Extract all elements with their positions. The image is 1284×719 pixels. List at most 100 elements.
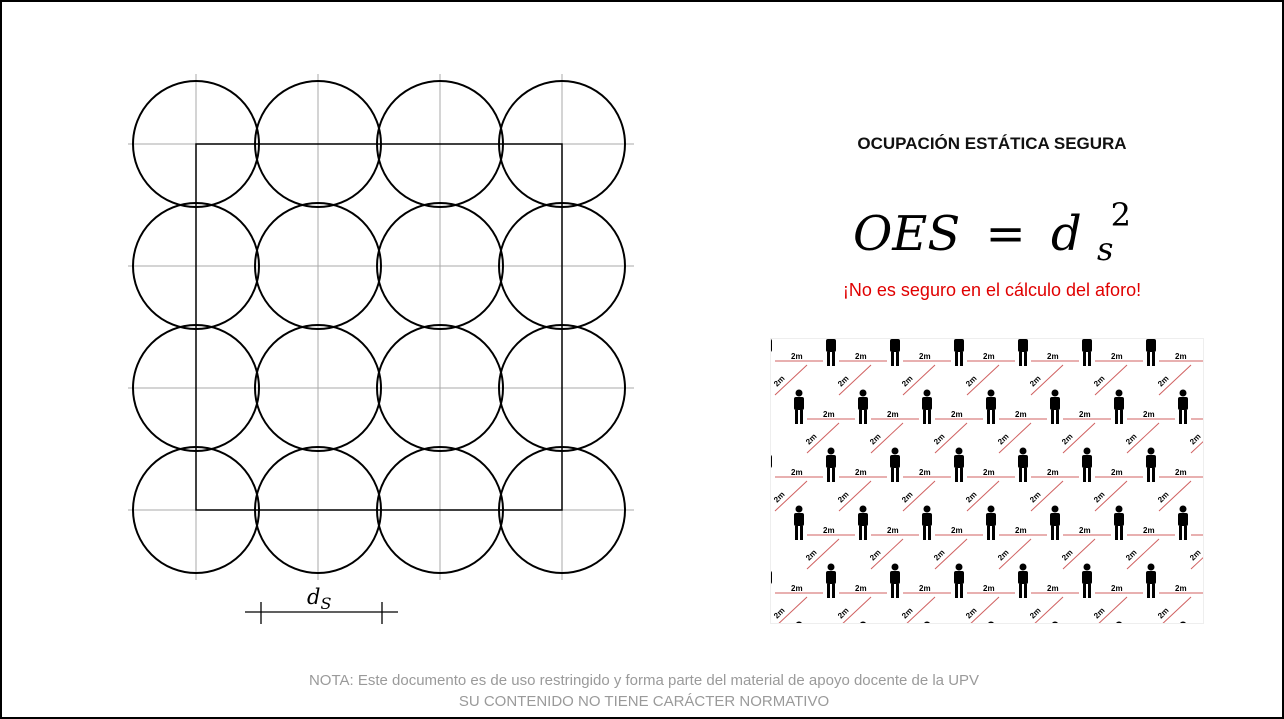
- formula: OES = d s 2: [853, 196, 1131, 268]
- diagonal-spacing-line: [966, 480, 1000, 512]
- person-figure: [986, 389, 996, 424]
- person-figure: [1114, 389, 1124, 424]
- spacing-label: 2m: [855, 468, 867, 477]
- diagonal-spacing-line: [1098, 596, 1128, 623]
- people-spacing-illustration: 2m 2m 2m 2m 2m 2m 2m 2m 2m 2m 2m 2m 2m 2m 2m 2m 2m 2m 2m 2m…: [770, 338, 1204, 624]
- footer-disclaimer: SU CONTENIDO NO TIENE CARÁCTER NORMATIVO: [458, 693, 830, 710]
- warning-text: ¡No es seguro en el cálculo del aforo!: [842, 280, 1142, 300]
- diagonal-spacing-line: [774, 364, 808, 396]
- spacing-label: 2m: [1175, 584, 1187, 593]
- spacing-label: 2m: [1047, 584, 1059, 593]
- person-figure: [826, 339, 836, 366]
- occupancy-circle: [498, 80, 626, 208]
- occupancy-circle: [132, 202, 260, 330]
- occupancy-circle: [376, 202, 504, 330]
- person-figure: [1018, 563, 1028, 598]
- diagonal-spacing-line: [838, 480, 872, 512]
- spacing-label: 2m: [951, 526, 963, 535]
- occupancy-circle: [132, 446, 260, 574]
- diagonal-spacing-line: [838, 364, 872, 396]
- occupancy-circle: [376, 80, 504, 208]
- occupancy-circle: [254, 202, 382, 330]
- spacing-label: 2m: [1175, 352, 1187, 361]
- diagonal-spacing-line: [778, 596, 808, 623]
- spacing-label: 2m: [1015, 410, 1027, 419]
- occupancy-circle: [498, 446, 626, 574]
- spacing-label: 2m: [1079, 410, 1091, 419]
- diagonal-spacing-line: [1162, 596, 1192, 623]
- diagonal-spacing-line: [870, 422, 904, 454]
- person-figure: [1178, 505, 1188, 540]
- spacing-label: 2m: [887, 410, 899, 419]
- person-figure: [924, 621, 930, 623]
- occupancy-circle: [498, 324, 626, 452]
- dimension-line: [245, 602, 398, 624]
- formula-equals: =: [986, 206, 1026, 262]
- diagonal-spacing-line: [934, 538, 968, 570]
- spacing-label: 2m: [919, 584, 931, 593]
- person-figure: [1180, 621, 1186, 623]
- spacing-label: 2m: [855, 352, 867, 361]
- spacing-label: 2m: [823, 410, 835, 419]
- spacing-label: 2m: [791, 468, 803, 477]
- diagonal-spacing-line: [970, 596, 1000, 623]
- spacing-label: 2m: [983, 468, 995, 477]
- person-figure: [771, 455, 772, 468]
- person-figure: [1018, 447, 1028, 482]
- person-figure: [826, 447, 836, 482]
- person-figure: [826, 563, 836, 598]
- occupancy-circle: [132, 324, 260, 452]
- occupancy-circle: [254, 324, 382, 452]
- person-figure: [890, 339, 900, 366]
- spacing-label: 2m: [1079, 526, 1091, 535]
- spacing-label: 2m: [823, 526, 835, 535]
- diagonal-spacing-line: [1126, 538, 1160, 570]
- spacing-label: 2m: [1143, 526, 1155, 535]
- person-figure: [1018, 339, 1028, 366]
- diagonal-spacing-line: [1190, 441, 1203, 454]
- person-figure: [1114, 505, 1124, 540]
- spacing-label: 2m: [1047, 468, 1059, 477]
- diagonal-spacing-line: [998, 422, 1032, 454]
- person-figure: [1116, 621, 1122, 623]
- person-figure: [1178, 389, 1188, 424]
- footer-note: NOTA: Este documento es de uso restringi…: [308, 672, 980, 689]
- occupancy-circle: [132, 80, 260, 208]
- diagonal-spacing-line: [1062, 422, 1096, 454]
- spacing-label: 2m: [1175, 468, 1187, 477]
- spacing-label: 2m: [855, 584, 867, 593]
- diagonal-spacing-line: [1126, 422, 1160, 454]
- occupancy-circle: [254, 446, 382, 574]
- person-figure: [954, 447, 964, 482]
- spacing-label: 2m: [791, 584, 803, 593]
- diagonal-spacing-line: [906, 596, 936, 623]
- diagonal-spacing-line: [1030, 364, 1064, 396]
- diagonal-spacing-line: [1030, 480, 1064, 512]
- person-figure: [1146, 563, 1156, 598]
- dimension-label: dS: [307, 585, 331, 613]
- spacing-label: 2m: [983, 584, 995, 593]
- diagonal-spacing-line: [1034, 596, 1064, 623]
- spacing-label: 2m: [791, 352, 803, 361]
- spacing-label: 2m: [1111, 468, 1123, 477]
- person-figure: [922, 389, 932, 424]
- person-figure: [771, 339, 772, 352]
- diagonal-spacing-line: [966, 364, 1000, 396]
- person-figure: [954, 563, 964, 598]
- diagonal-spacing-line: [870, 538, 904, 570]
- diagonal-spacing-line: [1190, 557, 1203, 570]
- person-figure: [1050, 505, 1060, 540]
- spacing-label: 2m: [887, 526, 899, 535]
- spacing-label: 2m: [1015, 526, 1027, 535]
- panel-title: OCUPACIÓN ESTÁTICA SEGURA: [857, 134, 1127, 153]
- person-figure: [1146, 339, 1156, 366]
- diagonal-spacing-line: [1094, 364, 1128, 396]
- circle-grid-diagram: dS: [128, 74, 634, 624]
- person-figure: [1050, 389, 1060, 424]
- person-figure: [1146, 447, 1156, 482]
- person-figure: [860, 621, 866, 623]
- person-figure: [890, 563, 900, 598]
- diagonal-spacing-line: [998, 538, 1032, 570]
- spacing-label: 2m: [1111, 584, 1123, 593]
- formula-base: d: [1051, 206, 1082, 262]
